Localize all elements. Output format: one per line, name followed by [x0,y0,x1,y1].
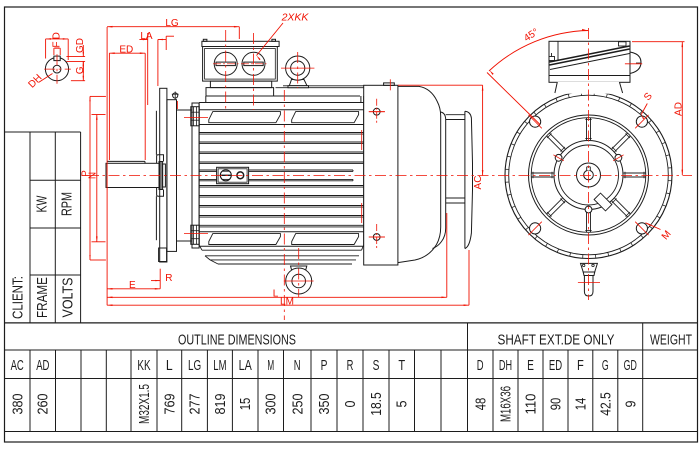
svg-text:P: P [321,357,328,374]
svg-text:LM: LM [213,357,226,374]
svg-text:FRAME: FRAME [34,277,51,318]
svg-text:277: 277 [187,394,204,415]
svg-text:OUTLINE DIMENSIONS: OUTLINE DIMENSIONS [178,332,296,349]
svg-text:110: 110 [523,394,540,415]
svg-text:P: P [81,170,92,177]
svg-text:KK: KK [137,357,150,374]
svg-text:LM: LM [280,297,294,308]
svg-text:14: 14 [572,398,589,411]
svg-text:S: S [373,357,380,374]
svg-text:350: 350 [316,394,333,415]
svg-text:L: L [166,357,173,374]
svg-text:L: L [273,289,279,300]
svg-text:E: E [527,357,534,374]
svg-text:G: G [75,66,86,74]
svg-text:9: 9 [622,401,639,408]
svg-text:RPM: RPM [58,192,75,216]
svg-text:LA: LA [140,31,153,42]
svg-text:DH: DH [499,357,512,374]
svg-text:380: 380 [9,394,26,415]
svg-text:GD: GD [75,38,86,53]
svg-text:2XKK: 2XKK [281,12,310,24]
svg-text:AD: AD [36,357,49,374]
svg-text:M32X1.5: M32X1.5 [136,384,153,424]
svg-text:769: 769 [161,394,178,415]
svg-text:M: M [267,357,274,374]
svg-text:260: 260 [35,394,52,415]
svg-text:LG: LG [188,357,201,374]
svg-text:250: 250 [289,394,306,415]
svg-text:WEIGHT: WEIGHT [650,332,692,349]
svg-text:AD: AD [674,102,685,116]
svg-text:M16X36: M16X36 [498,386,515,422]
svg-text:ED: ED [119,45,133,56]
svg-text:48: 48 [472,398,489,411]
svg-text:F: F [577,357,584,374]
svg-text:LG: LG [165,18,179,29]
svg-text:300: 300 [263,394,280,415]
svg-text:SHAFT EXT.DE ONLY: SHAFT EXT.DE ONLY [498,332,615,349]
svg-text:GD: GD [624,357,637,374]
svg-text:819: 819 [212,394,229,415]
svg-text:18.5: 18.5 [368,392,385,416]
svg-text:N: N [294,357,301,374]
svg-text:D: D [52,32,63,39]
svg-text:90: 90 [548,398,565,411]
svg-text:VOLTS: VOLTS [60,278,77,318]
svg-text:R: R [347,357,354,374]
svg-text:15: 15 [237,398,254,411]
svg-text:LA: LA [239,357,252,374]
svg-text:5: 5 [394,401,411,408]
svg-text:AC: AC [11,357,24,374]
svg-text:F: F [51,41,62,47]
svg-text:42.5: 42.5 [597,392,614,416]
svg-text:0: 0 [342,401,359,408]
svg-text:KW: KW [34,195,51,213]
svg-text:ED: ED [549,357,562,374]
svg-text:G: G [602,357,609,374]
svg-text:AC: AC [473,176,484,190]
svg-text:R: R [165,273,172,284]
svg-text:N: N [88,172,99,179]
svg-text:CLIENT:: CLIENT: [10,276,27,319]
svg-text:T: T [398,357,405,374]
svg-text:E: E [129,280,136,291]
svg-text:D: D [477,357,484,374]
